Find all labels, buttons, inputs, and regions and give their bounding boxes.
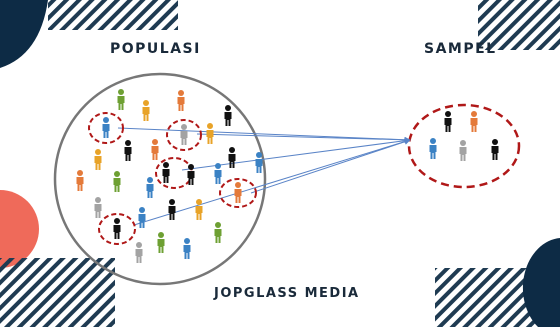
person-icon bbox=[162, 162, 170, 183]
person-icon bbox=[177, 90, 185, 111]
coral-semicircle-left bbox=[0, 190, 39, 268]
hatch-top-left bbox=[48, 0, 178, 30]
navy-corner-bottom-right bbox=[522, 238, 560, 327]
person-icon bbox=[234, 182, 242, 203]
people-layer bbox=[76, 89, 499, 263]
person-icon bbox=[168, 199, 176, 220]
population-label: POPULASI bbox=[110, 41, 201, 57]
person-icon bbox=[124, 140, 132, 161]
person-icon bbox=[459, 140, 467, 161]
person-icon bbox=[142, 100, 150, 121]
person-icon bbox=[214, 222, 222, 243]
arrow-icon bbox=[196, 133, 411, 143]
selected-marker bbox=[98, 213, 136, 245]
person-icon bbox=[94, 197, 102, 218]
selected-marker bbox=[166, 119, 202, 151]
navy-corner-top-left bbox=[0, 0, 48, 68]
arrow-icon bbox=[117, 127, 411, 143]
person-icon bbox=[135, 242, 143, 263]
person-icon bbox=[117, 89, 125, 110]
person-icon bbox=[491, 139, 499, 160]
person-icon bbox=[224, 105, 232, 126]
person-icon bbox=[228, 147, 236, 168]
person-icon bbox=[187, 164, 195, 185]
person-icon bbox=[255, 152, 263, 173]
sample-circle bbox=[407, 103, 521, 189]
hatch-bottom-left bbox=[0, 258, 115, 327]
person-icon bbox=[151, 139, 159, 160]
person-icon bbox=[76, 170, 84, 191]
sample-label: SAMPEL bbox=[424, 41, 497, 57]
person-icon bbox=[157, 232, 165, 253]
arrow-icon bbox=[250, 138, 411, 194]
person-icon bbox=[429, 138, 437, 159]
brand-label: JOPGLASS MEDIA bbox=[214, 286, 360, 301]
person-icon bbox=[195, 199, 203, 220]
sampling-arrows bbox=[117, 127, 411, 226]
person-icon bbox=[113, 218, 121, 239]
person-icon bbox=[180, 124, 188, 145]
person-icon bbox=[183, 238, 191, 259]
population-circle bbox=[53, 72, 267, 286]
selected-marker bbox=[88, 112, 124, 144]
person-icon bbox=[214, 163, 222, 184]
person-icon bbox=[206, 123, 214, 144]
person-icon bbox=[470, 111, 478, 132]
selected-marker bbox=[219, 178, 257, 208]
person-icon bbox=[444, 111, 452, 132]
arrow-icon bbox=[133, 138, 411, 226]
person-icon bbox=[113, 171, 121, 192]
person-icon bbox=[102, 117, 110, 138]
person-icon bbox=[146, 177, 154, 198]
hatch-top-right bbox=[478, 0, 560, 50]
selected-marker bbox=[155, 157, 193, 189]
person-icon bbox=[94, 149, 102, 170]
person-icon bbox=[138, 207, 146, 228]
